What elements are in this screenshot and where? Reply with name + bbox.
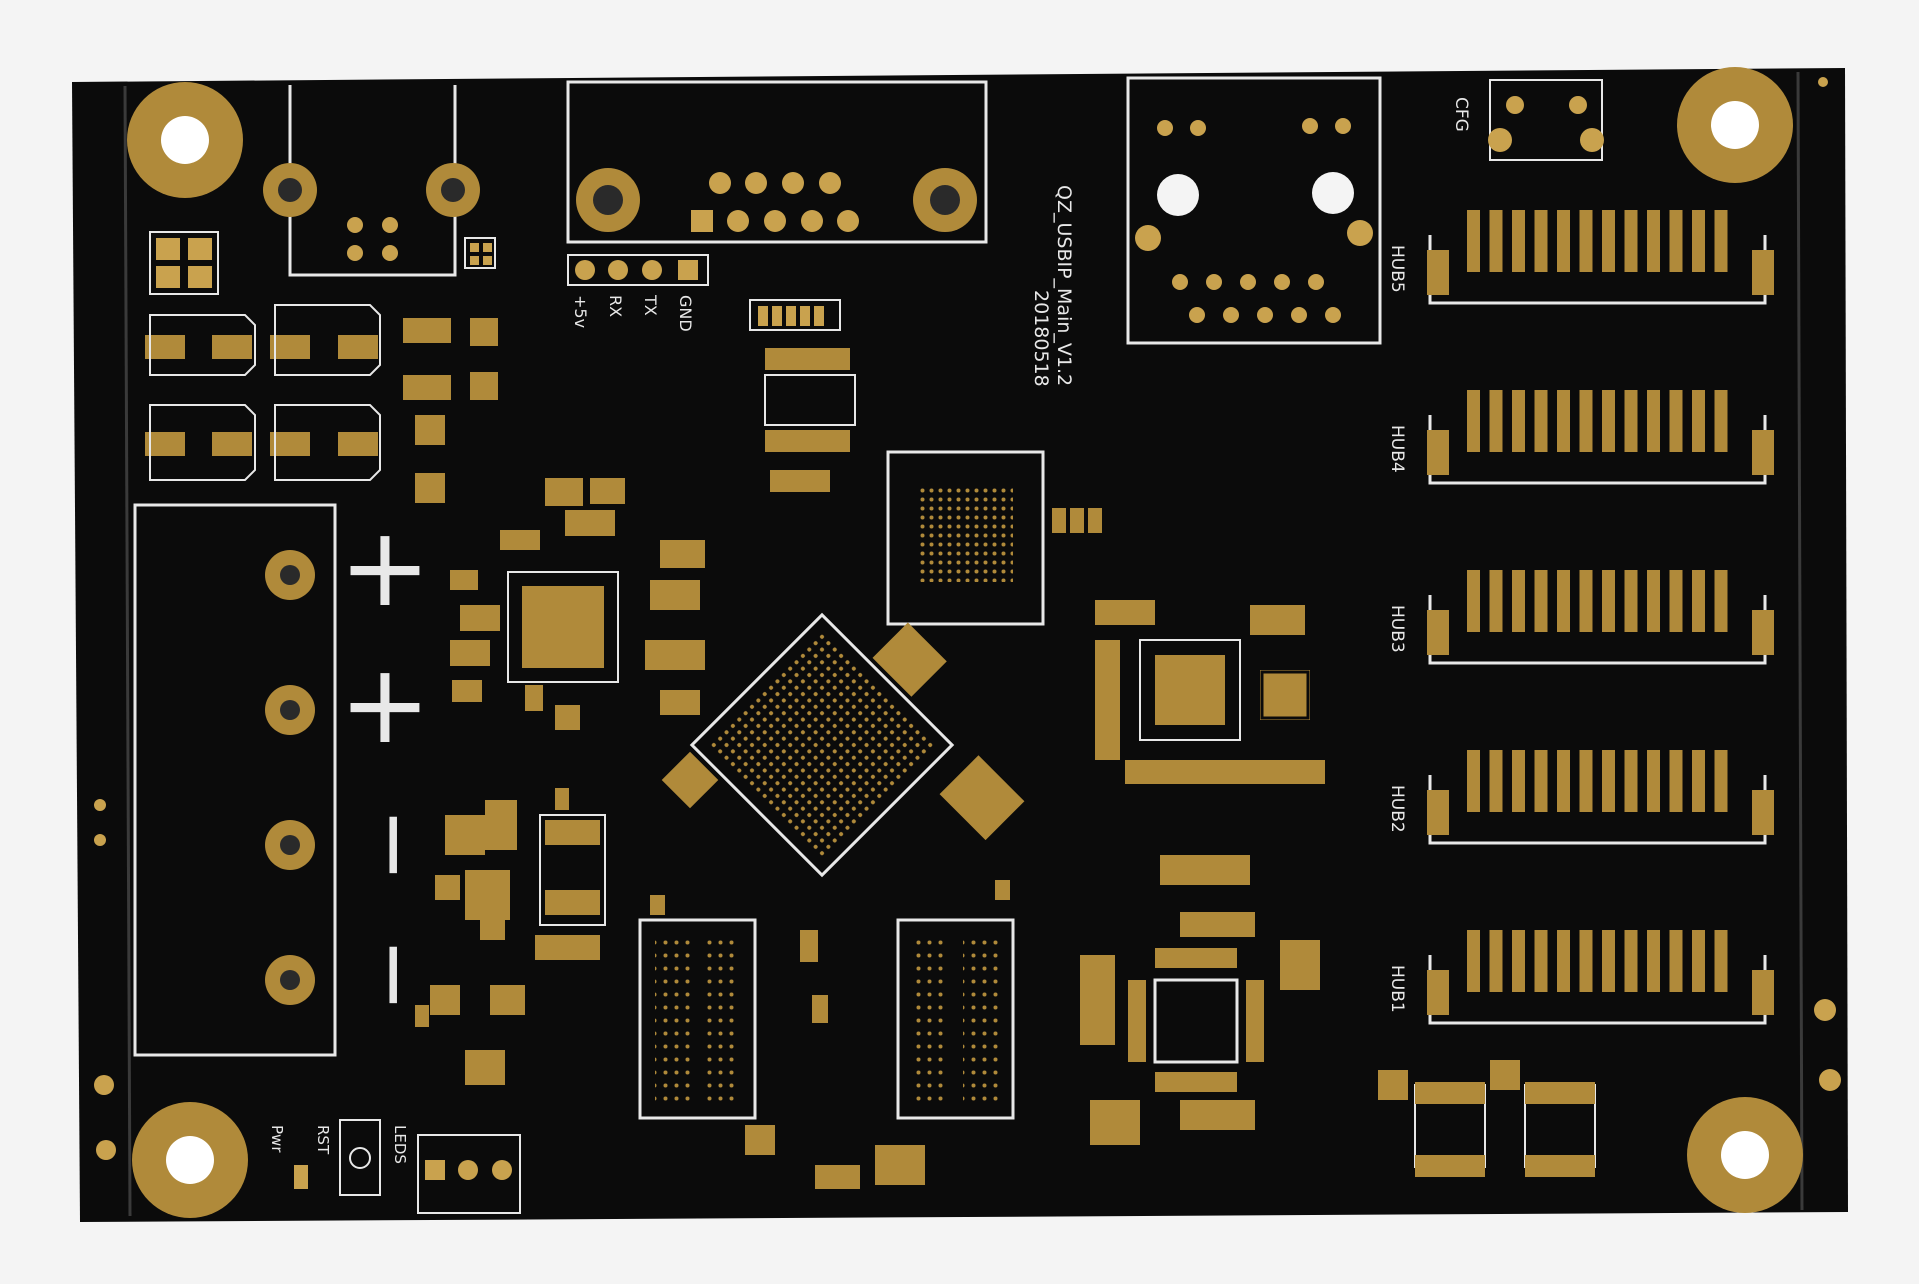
- hub-connector: HUB3: [1387, 570, 1774, 665]
- hub-connector: HUB1: [1387, 930, 1774, 1025]
- leds-label: LEDS: [391, 1125, 409, 1164]
- bottom-right-chips: [1378, 1060, 1596, 1177]
- power-sign-minus-1: −: [343, 807, 448, 882]
- power-jack-footprint: [263, 85, 496, 277]
- hub-label: HUB1: [1387, 965, 1407, 1013]
- side-vias: [94, 77, 1841, 1160]
- reset-and-led-area: RST Pwr LEDS: [268, 1119, 521, 1214]
- usb-hub-qfp: [1080, 855, 1320, 1145]
- pcb-board: [72, 68, 1848, 1222]
- rj45-jack-footprint: [1126, 76, 1382, 345]
- power-terminal-block: + + − −: [133, 503, 448, 1057]
- uart-header: +5v RX TX GND: [567, 254, 709, 332]
- rs232-transceiver: [749, 299, 856, 492]
- power-sign-plus-1: +: [339, 503, 431, 631]
- uart-label-tx: TX: [641, 294, 660, 316]
- rst-label: RST: [314, 1125, 332, 1155]
- hub-label: HUB3: [1387, 605, 1407, 653]
- mcu-qfp-left: [450, 478, 705, 730]
- power-sign-plus-2: +: [339, 640, 431, 768]
- ddr-ram-left: [638, 918, 757, 1120]
- emmc-bga: [886, 450, 1102, 626]
- db9-connector-footprint: [566, 80, 988, 244]
- mounting-holes: [127, 67, 1803, 1218]
- board-edge-left: [123, 85, 132, 1217]
- board-edge-right: [1796, 71, 1804, 1211]
- hub-label: HUB2: [1387, 785, 1407, 833]
- hub-connector: HUB2: [1387, 750, 1774, 845]
- left-passive-components: [145, 231, 498, 503]
- uart-label-rx: RX: [606, 295, 625, 317]
- ddr-ram-right: [896, 918, 1015, 1120]
- misc-passives: [650, 622, 1025, 1189]
- hub-label: HUB5: [1387, 245, 1407, 293]
- hub-connector: HUB4: [1387, 390, 1774, 485]
- usb-hub-qfn: [1095, 600, 1325, 784]
- hub-connector: HUB5: [1387, 210, 1774, 305]
- cfg-label: CFG: [1451, 97, 1471, 132]
- lower-left-regulators: [415, 788, 606, 1085]
- cfg-jumper: CFG: [1451, 79, 1604, 161]
- uart-label-5v: +5v: [571, 295, 590, 328]
- pwr-label: Pwr: [268, 1125, 286, 1153]
- board-date: 20180518: [1030, 290, 1052, 387]
- main-soc-bga: [689, 612, 955, 878]
- board-title: QZ_USBIP_Main_V1.2: [1053, 185, 1075, 386]
- hub-label: HUB4: [1387, 425, 1407, 473]
- uart-label-gnd: GND: [676, 295, 695, 332]
